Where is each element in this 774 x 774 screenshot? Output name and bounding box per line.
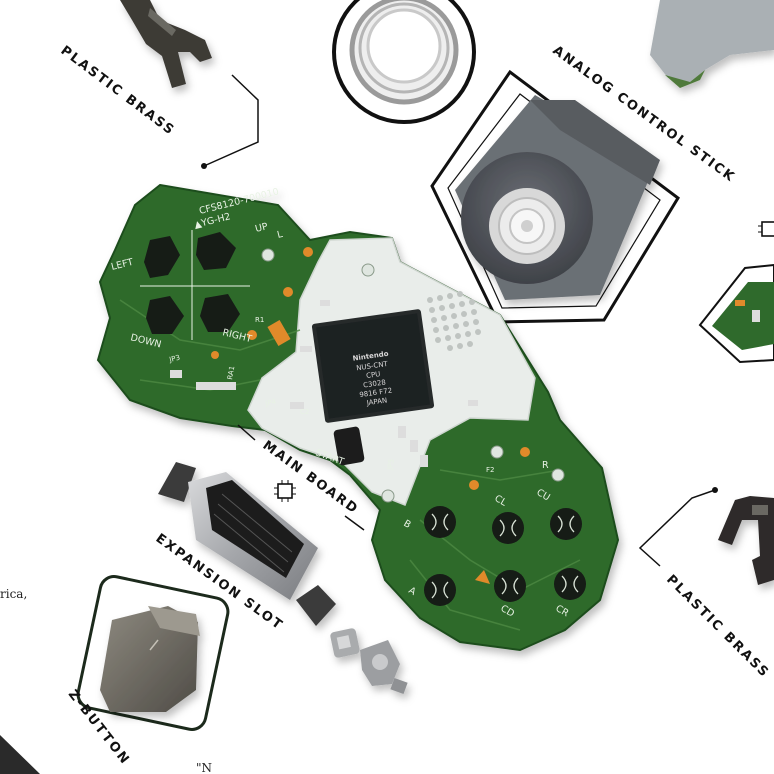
silk-l: L [276, 229, 284, 241]
main-board-pcb: Nintendo NUS-CNT CPU C3028 9816 F72 JAPA… [96, 183, 620, 652]
analog-control-stick [430, 69, 680, 324]
silk-up: UP [254, 221, 269, 235]
silk-a: A [407, 585, 419, 598]
chip-icon-main-board [274, 480, 296, 502]
solder-pad-grid [427, 291, 481, 351]
silk-b: B [402, 518, 413, 531]
plastic-brass-right-part [718, 496, 774, 585]
dpad-contacts [140, 230, 250, 340]
expansion-slot-connector [158, 462, 336, 626]
smd-components [170, 247, 565, 584]
chip-line-2: CPU [366, 370, 381, 380]
edge-text-left: rica, [0, 587, 27, 601]
silk-f2: F2 [486, 466, 494, 474]
label-plastic-brass-top-group: PLASTIC BRASS [58, 43, 259, 169]
chip-icon-right [758, 221, 774, 237]
chip-line-3: C3028 [363, 378, 387, 389]
shell-grip-part [650, 0, 774, 88]
spring-part [332, 0, 476, 124]
silk-cl: CL [493, 493, 509, 509]
label-plastic-brass-top: PLASTIC BRASS [58, 43, 178, 139]
plastic-brass-top-part [120, 0, 212, 88]
silk-ra1: RA1 [226, 365, 236, 380]
silk-r1: R1 [255, 316, 264, 324]
chip-line-5: JAPAN [365, 396, 387, 407]
silk-r: R [542, 460, 549, 471]
small-button-parts [330, 628, 408, 695]
silk-jp3: JP3 [168, 354, 181, 365]
silk-c2: C2 [300, 408, 309, 416]
silk-jp4: JP4 [264, 397, 278, 408]
page-corner-dark [0, 735, 40, 774]
small-pcb-part-right [698, 263, 774, 364]
z-button-part [76, 575, 230, 731]
main-cpu-chip: Nintendo NUS-CNT CPU C3028 9816 F72 JAPA… [311, 309, 435, 423]
silk-left: LEFT [110, 257, 135, 273]
edge-text-bottom: "N [196, 761, 212, 774]
label-plastic-brass-right: PLASTIC BRASS [663, 572, 772, 681]
silk-jp5: JP5 [386, 458, 396, 471]
